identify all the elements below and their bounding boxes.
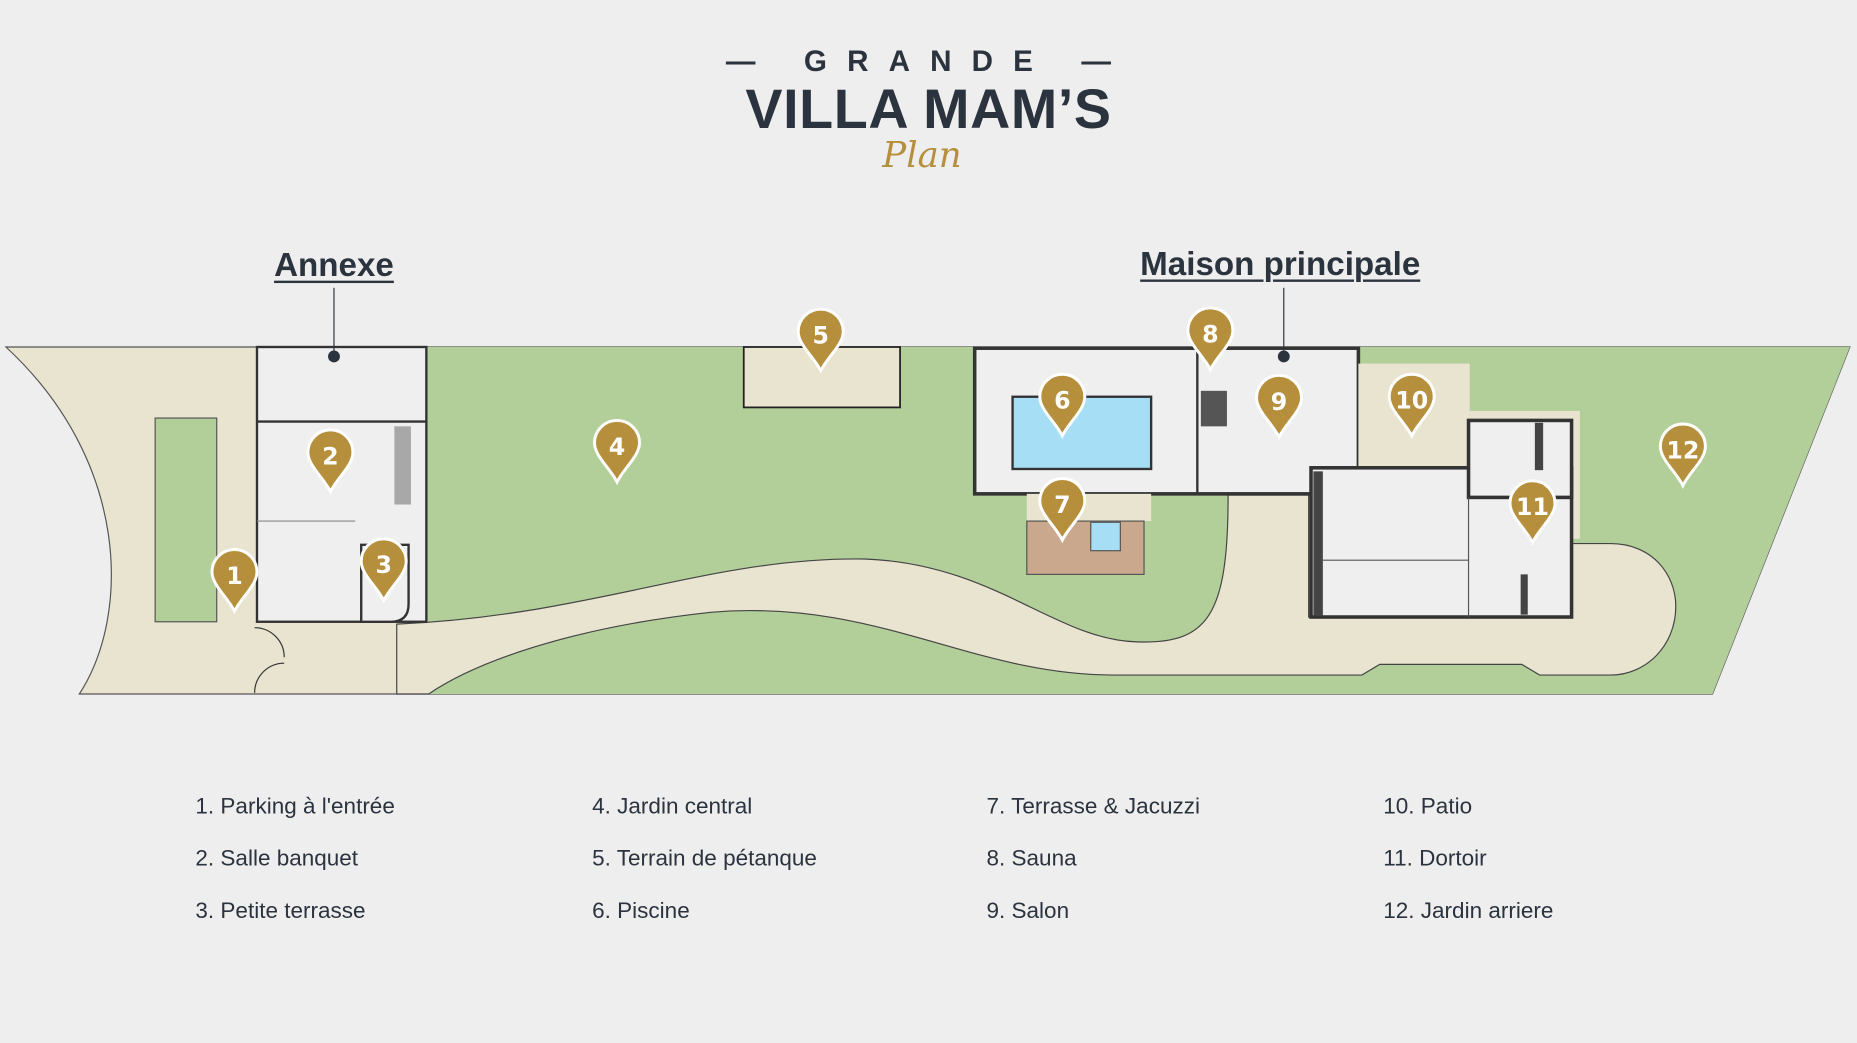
header-title: VILLA MAM’S bbox=[745, 76, 1112, 140]
pin-label: 4 bbox=[609, 433, 625, 461]
legend-item: 3. Petite terrasse bbox=[195, 898, 366, 924]
pin-label: 9 bbox=[1271, 388, 1287, 416]
pin-label: 10 bbox=[1395, 387, 1428, 415]
legend-item: 9. Salon bbox=[986, 898, 1070, 924]
deck bbox=[1026, 520, 1145, 575]
pin-10[interactable]: 10 bbox=[1387, 372, 1436, 438]
legend-item: 12. Jardin arriere bbox=[1383, 898, 1554, 924]
pin-label: 12 bbox=[1666, 436, 1699, 464]
pin-label: 7 bbox=[1054, 491, 1070, 519]
pin-9[interactable]: 9 bbox=[1255, 373, 1304, 439]
section-title-annex: Annexe bbox=[274, 246, 394, 284]
pin-6[interactable]: 6 bbox=[1038, 372, 1087, 438]
section-title-main-house: Maison principale bbox=[1140, 245, 1421, 282]
pin-3[interactable]: 3 bbox=[359, 537, 408, 602]
pin-label: 6 bbox=[1054, 387, 1070, 415]
header-grande: — GRANDE — bbox=[725, 45, 1132, 79]
legend-item: 7. Terrasse & Jacuzzi bbox=[986, 794, 1200, 820]
pin-label: 8 bbox=[1202, 320, 1218, 348]
pin-label: 11 bbox=[1516, 493, 1549, 521]
pin-12[interactable]: 12 bbox=[1658, 422, 1707, 488]
legend-item: 4. Jardin central bbox=[592, 794, 753, 820]
pin-4[interactable]: 4 bbox=[593, 418, 642, 484]
pin-11[interactable]: 11 bbox=[1508, 479, 1557, 544]
legend-item: 11. Dortoir bbox=[1383, 846, 1487, 872]
pin-label: 1 bbox=[226, 562, 242, 590]
pin-2[interactable]: 2 bbox=[306, 428, 355, 493]
pin-label: 5 bbox=[812, 321, 828, 349]
entrance-lawn bbox=[154, 417, 218, 623]
legend-item: 2. Salle banquet bbox=[195, 846, 359, 872]
header-subtitle: Plan bbox=[882, 135, 962, 177]
legend-item: 5. Terrain de pétanque bbox=[592, 846, 817, 872]
legend-item: 6. Piscine bbox=[592, 898, 690, 924]
pin-5[interactable]: 5 bbox=[796, 307, 845, 373]
pin-label: 2 bbox=[322, 442, 338, 470]
pin-1[interactable]: 1 bbox=[210, 548, 259, 613]
legend-item: 1. Parking à l'entrée bbox=[195, 794, 395, 820]
jacuzzi bbox=[1090, 521, 1121, 552]
driveway bbox=[396, 494, 1677, 695]
legend-item: 10. Patio bbox=[1383, 794, 1473, 820]
pin-8[interactable]: 8 bbox=[1186, 306, 1235, 371]
pin-label: 3 bbox=[375, 551, 391, 579]
legend-item: 8. Sauna bbox=[986, 846, 1077, 872]
pin-7[interactable]: 7 bbox=[1038, 476, 1087, 542]
